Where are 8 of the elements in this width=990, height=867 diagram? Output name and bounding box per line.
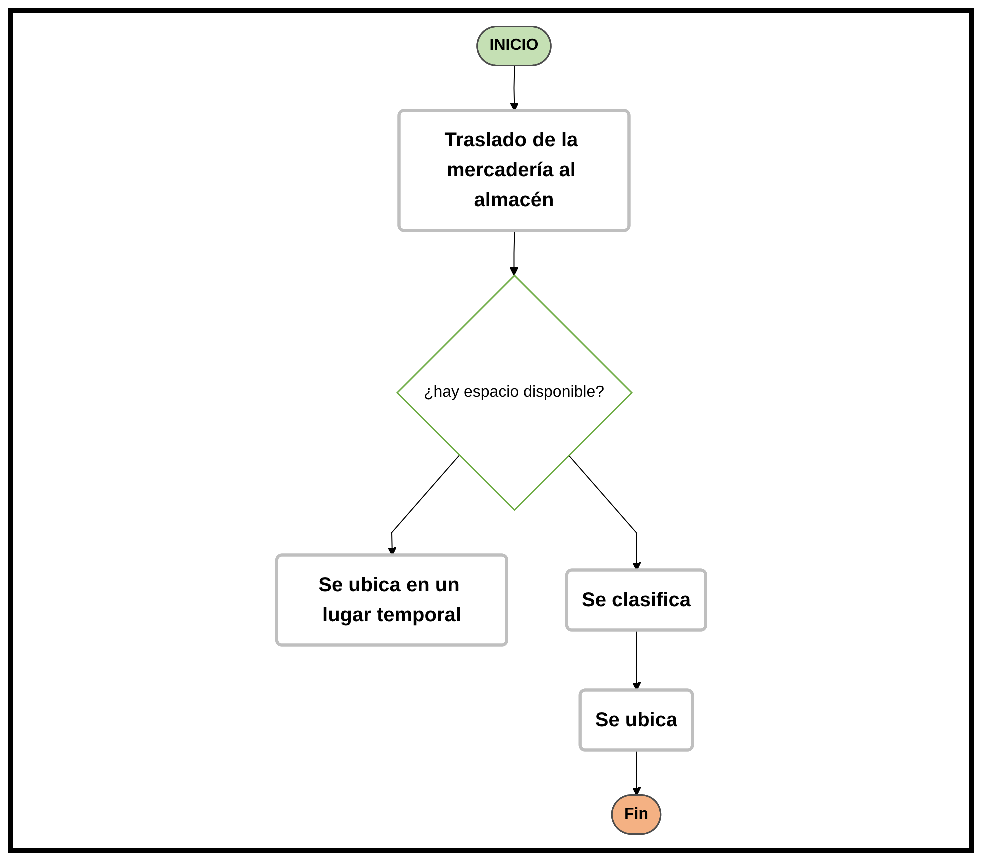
frame-border: INICIO Traslado de la mercadería al almacén ¿hay espacio disponible? Se ubica en un lugar temporal Se clasifica Se ubica Fin [8, 8, 974, 853]
arrow [632, 750, 641, 796]
arrow [568, 455, 641, 572]
arrow [632, 630, 641, 692]
arrow [510, 66, 518, 112]
node-diamond [396, 274, 633, 512]
arrow [509, 230, 518, 276]
arrow [387, 455, 460, 556]
